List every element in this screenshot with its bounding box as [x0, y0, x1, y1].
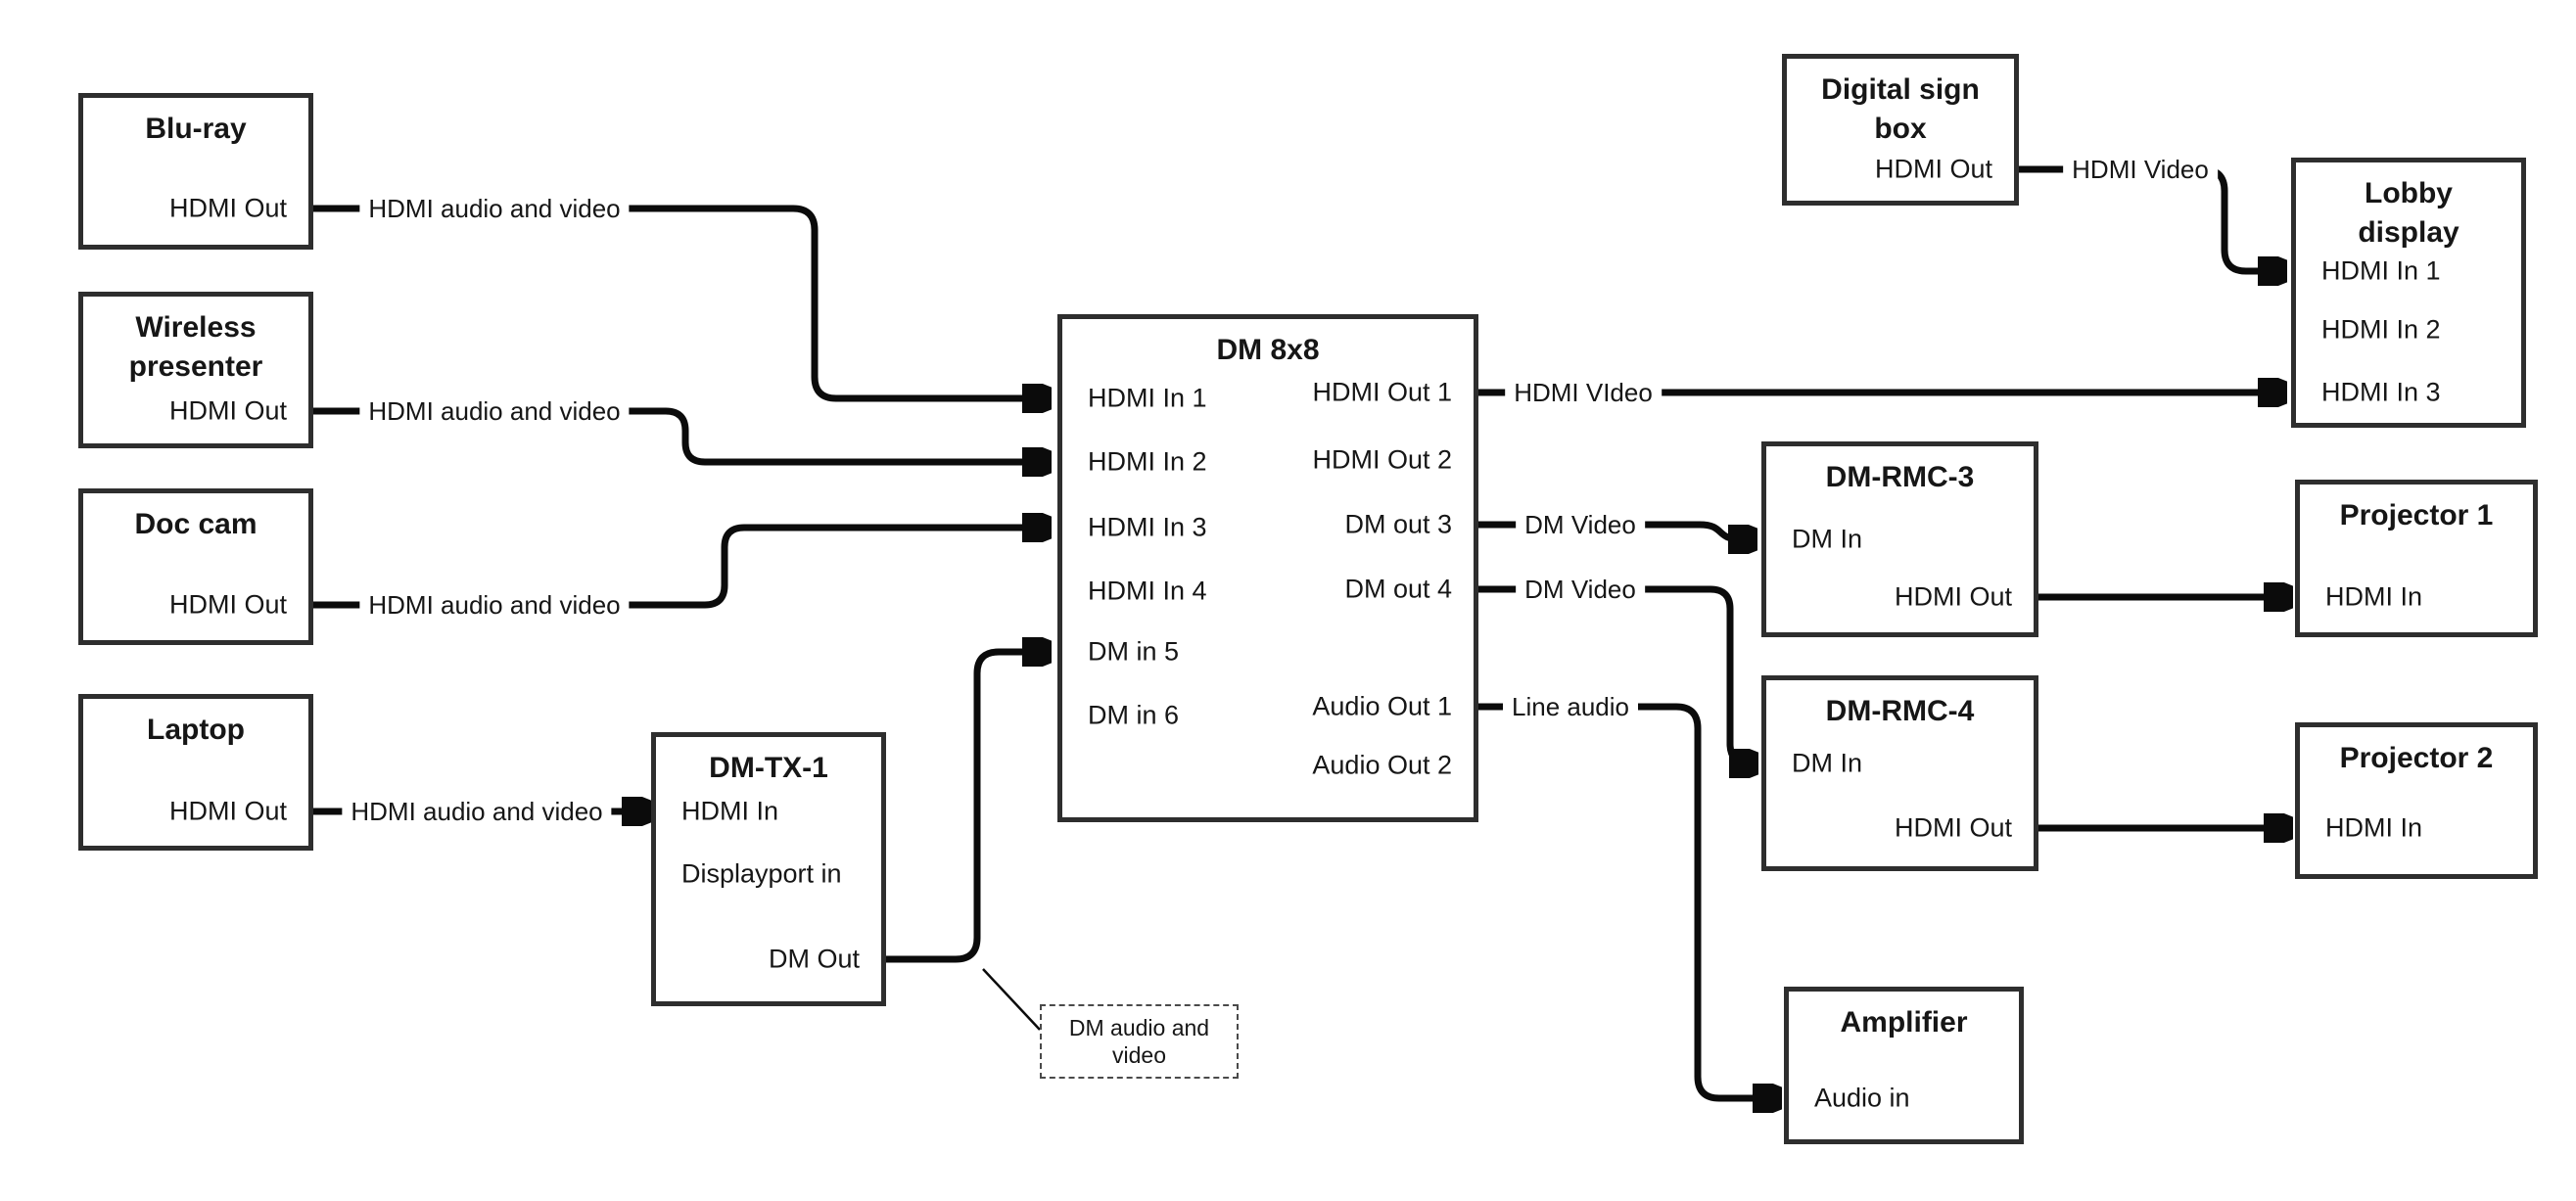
port-dm8x8-hdmi-in-4: HDMI In 4	[1088, 576, 1207, 606]
node-title: Doc cam	[134, 508, 258, 540]
note-text: DM audio and video	[1068, 1015, 1210, 1068]
node-projector-1: Projector 1 HDMI In	[2295, 480, 2538, 637]
node-lobby-display: Lobby display HDMI In 1 HDMI In 2 HDMI I…	[2291, 158, 2526, 428]
port-dm8x8-dm-in-5: DM in 5	[1088, 636, 1180, 667]
node-laptop: Laptop HDMI Out	[78, 694, 313, 851]
node-title: Lobby display	[2358, 177, 2459, 249]
port-dm8x8-hdmi-in-2: HDMI In 2	[1088, 446, 1207, 477]
edge-label-dm-video-out4: DM Video	[1516, 573, 1645, 606]
port-dmtx1-displayport-in: Displayport in	[681, 858, 842, 889]
node-amplifier: Amplifier Audio in	[1784, 987, 2024, 1144]
node-wireless-presenter: Wireless presenter HDMI Out	[78, 292, 313, 448]
port-laptop-hdmi-out: HDMI Out	[168, 796, 287, 826]
port-dm8x8-dm-in-6: DM in 6	[1088, 700, 1180, 730]
node-projector-2: Projector 2 HDMI In	[2295, 722, 2538, 879]
edge-label-dm-video-out3: DM Video	[1516, 508, 1645, 541]
node-dm-rmc-4: DM-RMC-4 DM In HDMI Out	[1761, 675, 2038, 871]
port-dm8x8-hdmi-out-2: HDMI Out 2	[1312, 444, 1452, 475]
edge-label-bluray: HDMI audio and video	[359, 192, 630, 225]
node-title: Amplifier	[1840, 1006, 1968, 1039]
port-proj1-hdmi-in: HDMI In	[2325, 581, 2423, 612]
edge-bluray-to-dm8x8-in1	[311, 205, 1046, 398]
port-dmtx1-dm-out: DM Out	[768, 944, 860, 974]
node-title: DM 8x8	[1216, 334, 1320, 366]
node-doc-cam: Doc cam HDMI Out	[78, 488, 313, 645]
port-proj2-hdmi-in: HDMI In	[2325, 812, 2423, 843]
edge-label-wireless: HDMI audio and video	[359, 394, 630, 428]
edge-wireless-to-dm8x8-in2	[311, 407, 1046, 462]
node-title: Blu-ray	[145, 113, 247, 145]
note-dm-audio-and-video: DM audio and video	[1040, 1004, 1239, 1079]
port-dm8x8-audio-out-1: Audio Out 1	[1312, 691, 1452, 721]
note-callout-line	[982, 968, 1041, 1031]
node-title: Projector 1	[2339, 499, 2494, 531]
port-dm8x8-dm-out-4: DM out 4	[1344, 574, 1452, 604]
port-dmtx1-hdmi-in: HDMI In	[681, 796, 779, 826]
edge-label-hdmi-video-out1: HDMI VIdeo	[1505, 376, 1662, 409]
node-title: Laptop	[147, 714, 245, 746]
node-title: DM-RMC-3	[1825, 461, 1975, 493]
edge-dm8x8-out4-to-rmc4	[1478, 585, 1753, 763]
edge-dm8x8-audio1-to-amp	[1478, 703, 1776, 1098]
node-dm-8x8-switcher: DM 8x8 HDMI In 1 HDMI In 2 HDMI In 3 HDM…	[1057, 314, 1478, 822]
edge-doccam-to-dm8x8-in3	[311, 528, 1046, 609]
edge-label-laptop: HDMI audio and video	[342, 795, 612, 828]
port-dm8x8-hdmi-out-1: HDMI Out 1	[1312, 377, 1452, 407]
node-title: DM-TX-1	[709, 752, 828, 784]
port-lobby-hdmi-in-1: HDMI In 1	[2321, 255, 2441, 286]
node-title: Projector 2	[2339, 742, 2494, 774]
port-dm8x8-dm-out-3: DM out 3	[1344, 509, 1452, 539]
edge-label-line-audio: Line audio	[1503, 690, 1638, 723]
port-rmc4-dm-in: DM In	[1792, 748, 1863, 778]
port-lobby-hdmi-in-3: HDMI In 3	[2321, 377, 2441, 407]
port-dm8x8-audio-out-2: Audio Out 2	[1312, 750, 1452, 780]
port-digisign-hdmi-out: HDMI Out	[1874, 154, 1992, 184]
port-rmc4-hdmi-out: HDMI Out	[1894, 812, 2012, 843]
edge-label-doccam: HDMI audio and video	[359, 588, 630, 622]
node-dm-tx-1: DM-TX-1 HDMI In Displayport in DM Out	[651, 732, 886, 1006]
node-title: Digital sign box	[1821, 73, 1980, 145]
port-doccam-hdmi-out: HDMI Out	[168, 589, 287, 620]
port-rmc3-hdmi-out: HDMI Out	[1894, 581, 2012, 612]
port-bluray-hdmi-out: HDMI Out	[168, 193, 287, 223]
node-title: DM-RMC-4	[1825, 695, 1975, 727]
port-rmc3-dm-in: DM In	[1792, 524, 1863, 554]
port-dm8x8-hdmi-in-1: HDMI In 1	[1088, 383, 1207, 413]
edge-label-digisign-hdmi-video: HDMI Video	[2063, 153, 2218, 186]
port-dm8x8-hdmi-in-3: HDMI In 3	[1088, 512, 1207, 542]
edge-dmtx1-to-dm8x8-in5	[886, 652, 1046, 963]
node-title: Wireless presenter	[128, 311, 263, 383]
node-dm-rmc-3: DM-RMC-3 DM In HDMI Out	[1761, 441, 2038, 637]
node-digital-sign-box: Digital sign box HDMI Out	[1782, 54, 2019, 206]
node-bluray: Blu-ray HDMI Out	[78, 93, 313, 250]
port-lobby-hdmi-in-2: HDMI In 2	[2321, 314, 2441, 345]
port-wireless-hdmi-out: HDMI Out	[168, 395, 287, 426]
edge-dm8x8-out3-to-rmc3	[1478, 521, 1752, 539]
port-amp-audio-in: Audio in	[1814, 1083, 1910, 1113]
